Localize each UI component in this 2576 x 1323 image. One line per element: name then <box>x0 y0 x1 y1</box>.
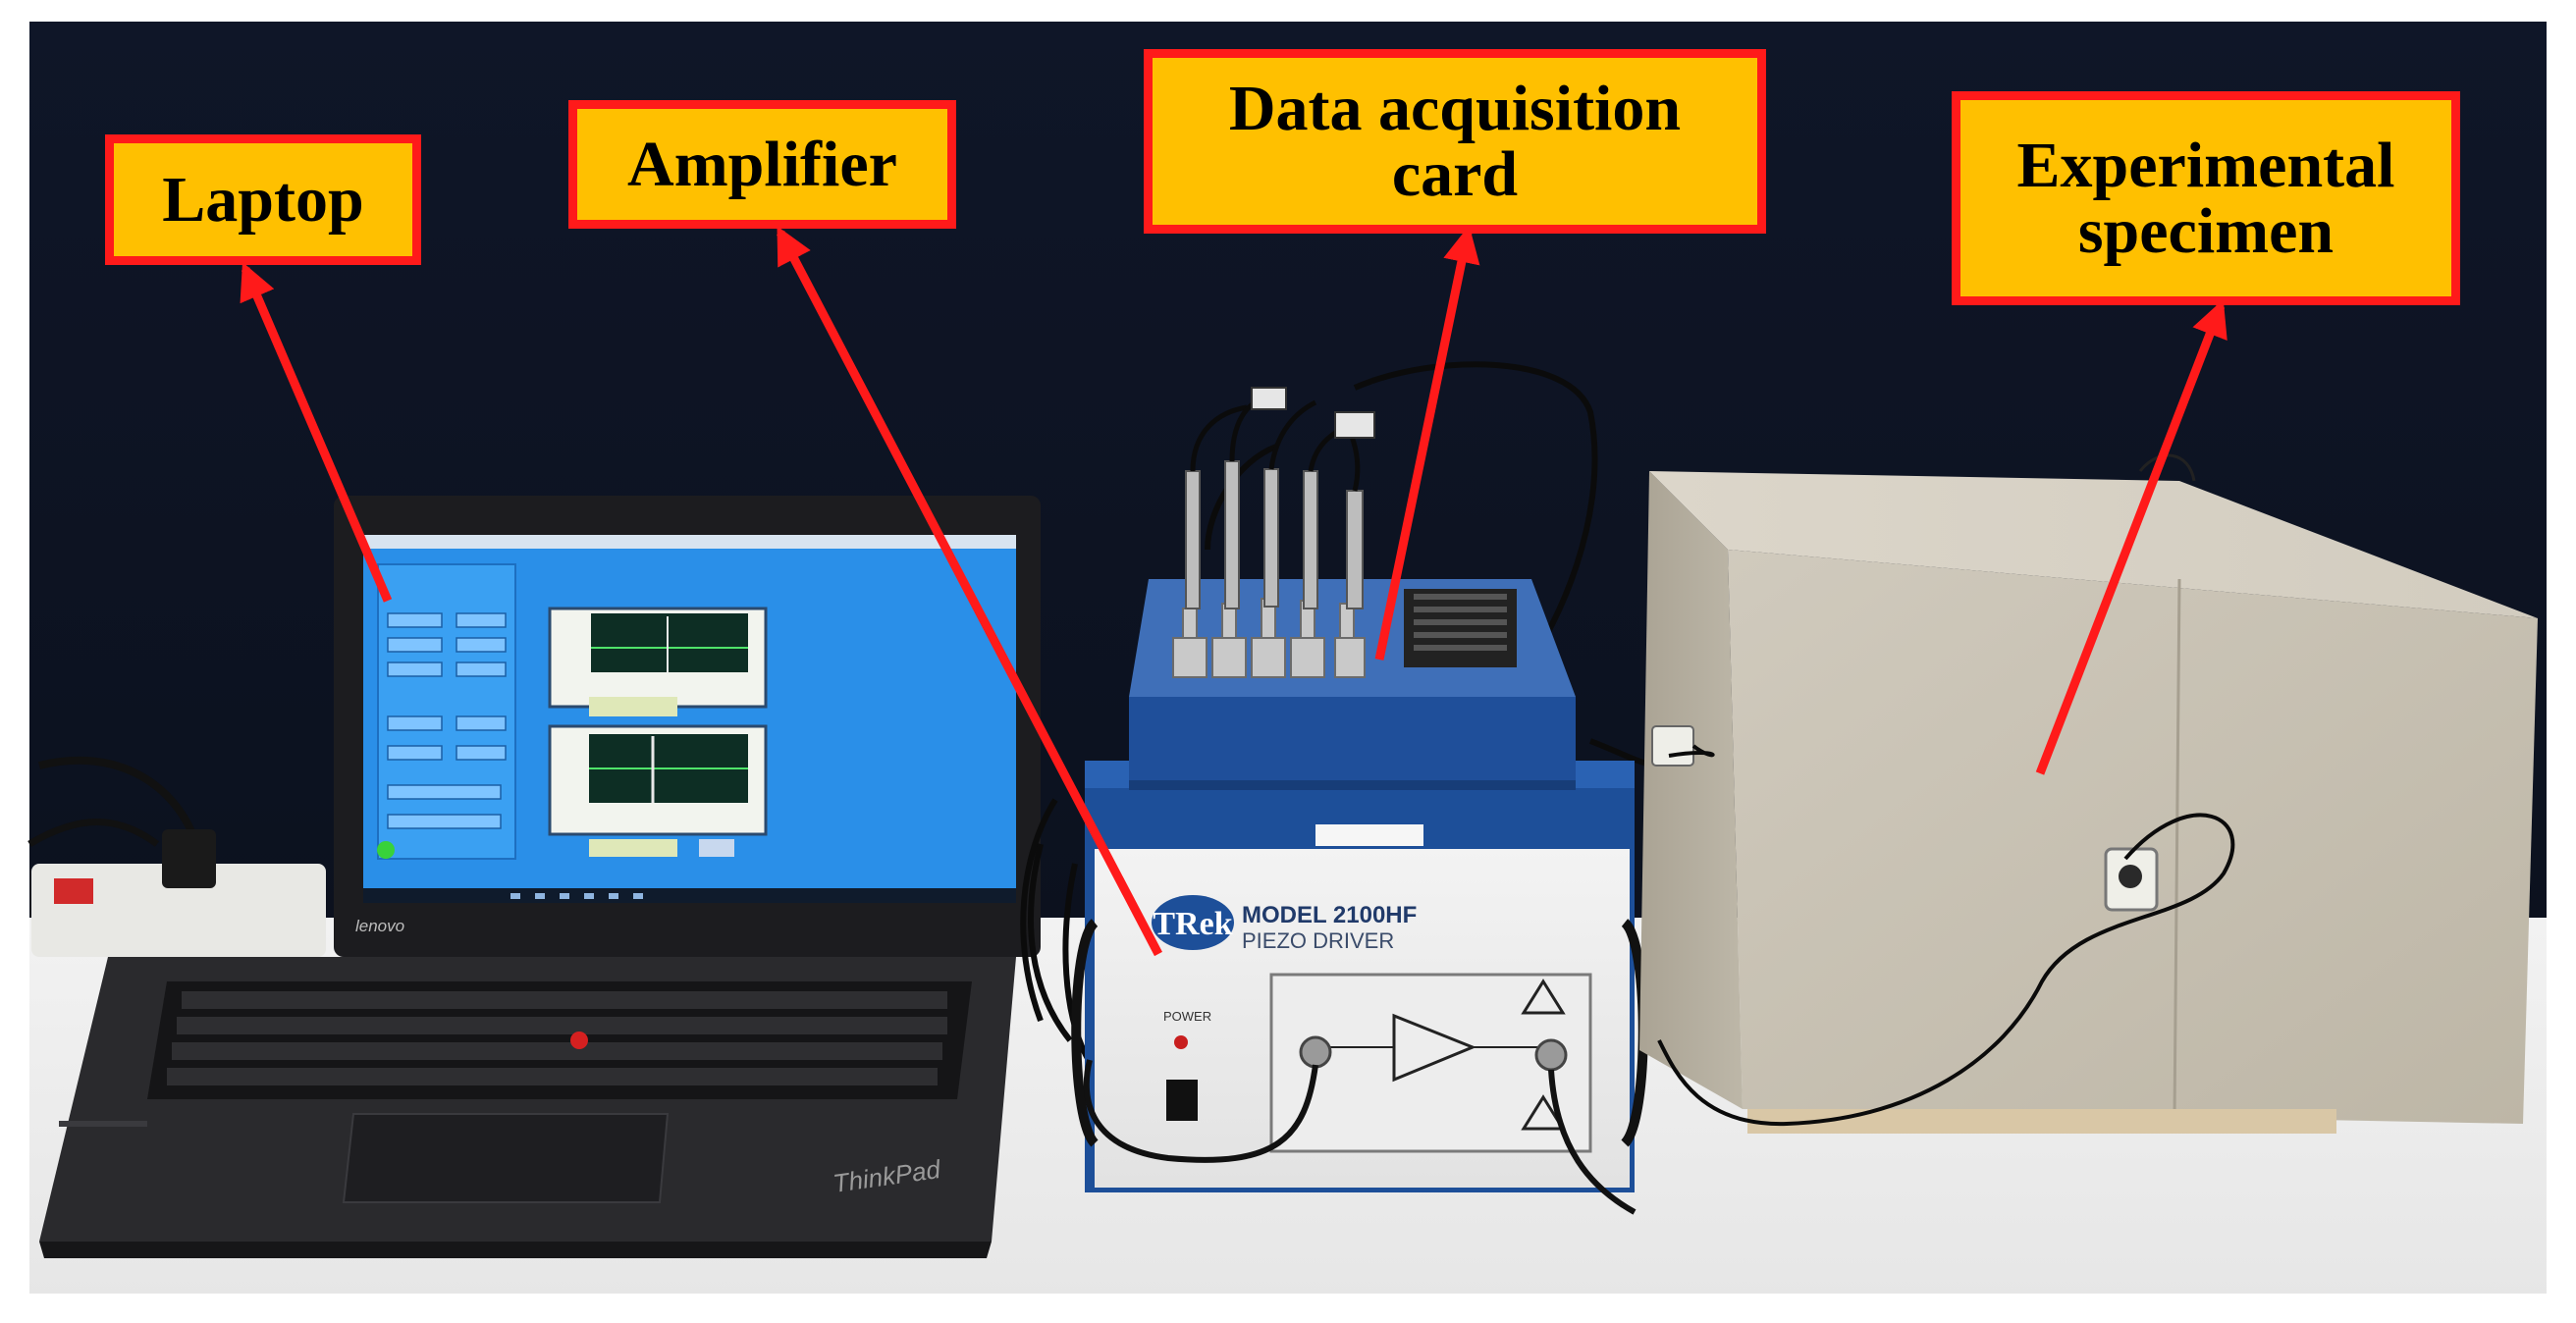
laptop-label-text: Laptop <box>162 163 364 236</box>
laptop: ThinkPad <box>39 496 1041 1258</box>
amplifier-label-text: Amplifier <box>627 128 897 200</box>
warning-icon-bottom <box>1521 1094 1566 1131</box>
specimen-label-line1: Experimental <box>2016 129 2395 201</box>
concrete-specimen <box>1639 453 2538 1134</box>
amplifier-brand: TRek <box>1153 906 1232 942</box>
daq-card-label-line1: Data acquisition <box>1228 72 1682 144</box>
specimen-label-line2: specimen <box>2077 195 2334 267</box>
arrows <box>240 225 2227 957</box>
laptop-arrow <box>240 262 393 603</box>
daq-card-label: Data acquisition card <box>1144 49 1766 234</box>
amplifier-arrow <box>777 226 1162 957</box>
power-label: POWER <box>1163 1009 1211 1024</box>
daq-card-label-line2: card <box>1391 138 1519 210</box>
power-strip <box>27 756 326 957</box>
amplifier: TRek MODEL 2100HF PIEZO DRIVER POWER <box>1071 761 1648 1215</box>
daq-arrow <box>1374 225 1480 661</box>
specimen-arrow <box>2035 298 2227 775</box>
amplifier-subtitle: PIEZO DRIVER <box>1242 928 1394 953</box>
amplifier-model: MODEL 2100HF <box>1242 902 1417 928</box>
lenovo-logo: lenovo <box>355 917 404 935</box>
power-led <box>1174 1035 1188 1049</box>
specimen-label: Experimental specimen <box>1952 91 2460 305</box>
warning-icon-top <box>1521 979 1566 1015</box>
amplifier-label: Amplifier <box>568 100 956 229</box>
laptop-label: Laptop <box>105 134 421 265</box>
daq-card <box>1129 387 1576 790</box>
power-switch <box>1166 1080 1198 1121</box>
